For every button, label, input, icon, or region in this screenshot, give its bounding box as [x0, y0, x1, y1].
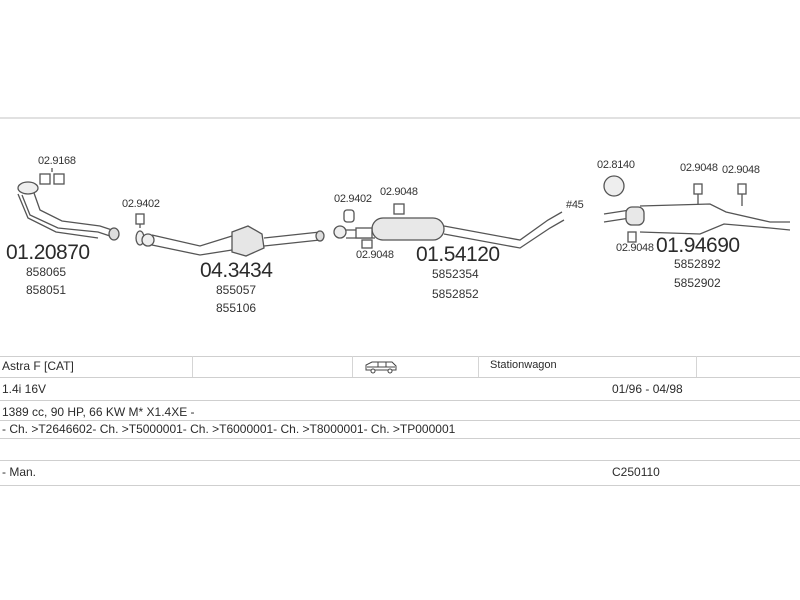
rear-silencer-drawing — [603, 175, 791, 243]
transmission: - Man. — [2, 465, 37, 479]
part-label-01-54120: 01.54120 — [416, 243, 500, 266]
table-divider — [696, 356, 697, 377]
table-rule — [0, 420, 800, 421]
table-divider — [352, 356, 353, 377]
table-rule — [0, 356, 800, 357]
oem-ref-5852902: 5852902 — [674, 276, 721, 290]
part-label-02-9048-e: 02.9048 — [616, 242, 654, 254]
car-side-icon — [364, 360, 398, 377]
body-type: Stationwagon — [490, 359, 557, 371]
table-rule — [0, 400, 800, 401]
part-label-02-9402-b: 02.9402 — [334, 193, 372, 205]
part-label-01-20870: 01.20870 — [6, 241, 90, 264]
part-label-02-9402: 02.9402 — [122, 198, 160, 210]
oem-ref-858051: 858051 — [26, 283, 67, 297]
table-rule — [0, 438, 800, 439]
vehicle-model: Astra F [CAT] — [2, 359, 74, 373]
table-divider — [478, 356, 479, 377]
production-years: 01/96 - 04/98 — [612, 382, 683, 396]
part-label-01-94690: 01.94690 — [656, 234, 740, 257]
oem-ref-5852892: 5852892 — [674, 257, 721, 271]
part-label-02-9048-c: 02.9048 — [680, 162, 718, 174]
front-pipe-drawing — [17, 168, 120, 241]
table-rule — [0, 377, 800, 378]
engine-variant: 1.4i 16V — [2, 382, 47, 396]
table-rule — [0, 485, 800, 486]
part-label-02-9048-d: 02.9048 — [722, 164, 760, 176]
oem-ref-855106: 855106 — [216, 301, 257, 315]
pipe-mark-45: #45 — [566, 199, 584, 211]
oem-ref-5852354: 5852354 — [432, 267, 479, 281]
part-label-02-9048-b: 02.9048 — [356, 249, 394, 261]
oem-ref-855057: 855057 — [216, 283, 257, 297]
table-rule — [0, 460, 800, 461]
oem-ref-5852852: 5852852 — [432, 287, 479, 301]
exhaust-system-diagram — [0, 117, 800, 257]
oem-ref-858065: 858065 — [26, 265, 67, 279]
part-label-02-8140: 02.8140 — [597, 159, 635, 171]
chassis-numbers: - Ch. >T2646602- Ch. >T5000001- Ch. >T60… — [2, 422, 456, 436]
part-label-04-3434: 04.3434 — [200, 259, 273, 282]
engine-specs: 1389 cc, 90 HP, 66 KW M* X1.4XE - — [2, 405, 195, 419]
center-silencer-drawing — [333, 203, 565, 249]
catalogue-code: C250110 — [612, 465, 660, 479]
catalytic-converter-drawing — [141, 225, 325, 257]
part-label-02-9048-a: 02.9048 — [380, 186, 418, 198]
part-label-02-9168: 02.9168 — [38, 155, 76, 167]
table-divider — [192, 356, 193, 377]
